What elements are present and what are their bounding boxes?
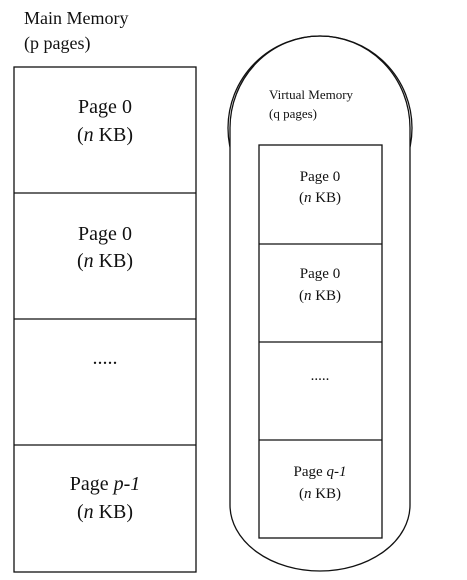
main-memory-page-size: (n KB) — [77, 250, 133, 272]
main-memory-page-label: Page p-1 — [70, 473, 141, 495]
main-memory-page-label: Page 0 — [78, 96, 132, 118]
main-memory-ellipsis: ..... — [93, 347, 118, 369]
virtual-memory-top-arc — [229, 35, 411, 129]
virtual-memory-subtitle: (q pages) — [269, 106, 317, 121]
main-memory-page-size: (n KB) — [77, 501, 133, 523]
virtual-memory-page-label: Page 0 — [300, 266, 340, 282]
main-memory-page: Page p-1 (n KB) — [70, 473, 141, 523]
main-memory-page: Page 0 (n KB) — [77, 96, 133, 146]
virtual-memory-page-size: (n KB) — [299, 190, 341, 206]
virtual-memory-page: Page q-1 (n KB) — [294, 464, 347, 502]
virtual-memory: Virtual Memory (q pages) Page 0 (n KB) P… — [227, 35, 413, 572]
main-memory: Main Memory (p pages) Page 0 (n KB) Page… — [13, 8, 197, 573]
virtual-memory-page-size: (n KB) — [299, 288, 341, 304]
virtual-memory-page: Page 0 (n KB) — [299, 266, 341, 304]
main-memory-page: Page 0 (n KB) — [77, 223, 133, 272]
virtual-memory-page-size: (n KB) — [299, 486, 341, 502]
main-memory-title: Main Memory — [24, 8, 128, 28]
main-memory-page-label: Page 0 — [78, 223, 132, 245]
main-memory-page-size: (n KB) — [77, 124, 133, 146]
virtual-memory-ellipsis: ..... — [311, 368, 330, 384]
virtual-memory-page: Page 0 (n KB) — [299, 169, 341, 206]
virtual-memory-page-label: Page q-1 — [294, 464, 347, 480]
main-memory-subtitle: (p pages) — [24, 33, 90, 54]
virtual-memory-page-label: Page 0 — [300, 169, 340, 185]
virtual-memory-title: Virtual Memory — [269, 87, 354, 102]
